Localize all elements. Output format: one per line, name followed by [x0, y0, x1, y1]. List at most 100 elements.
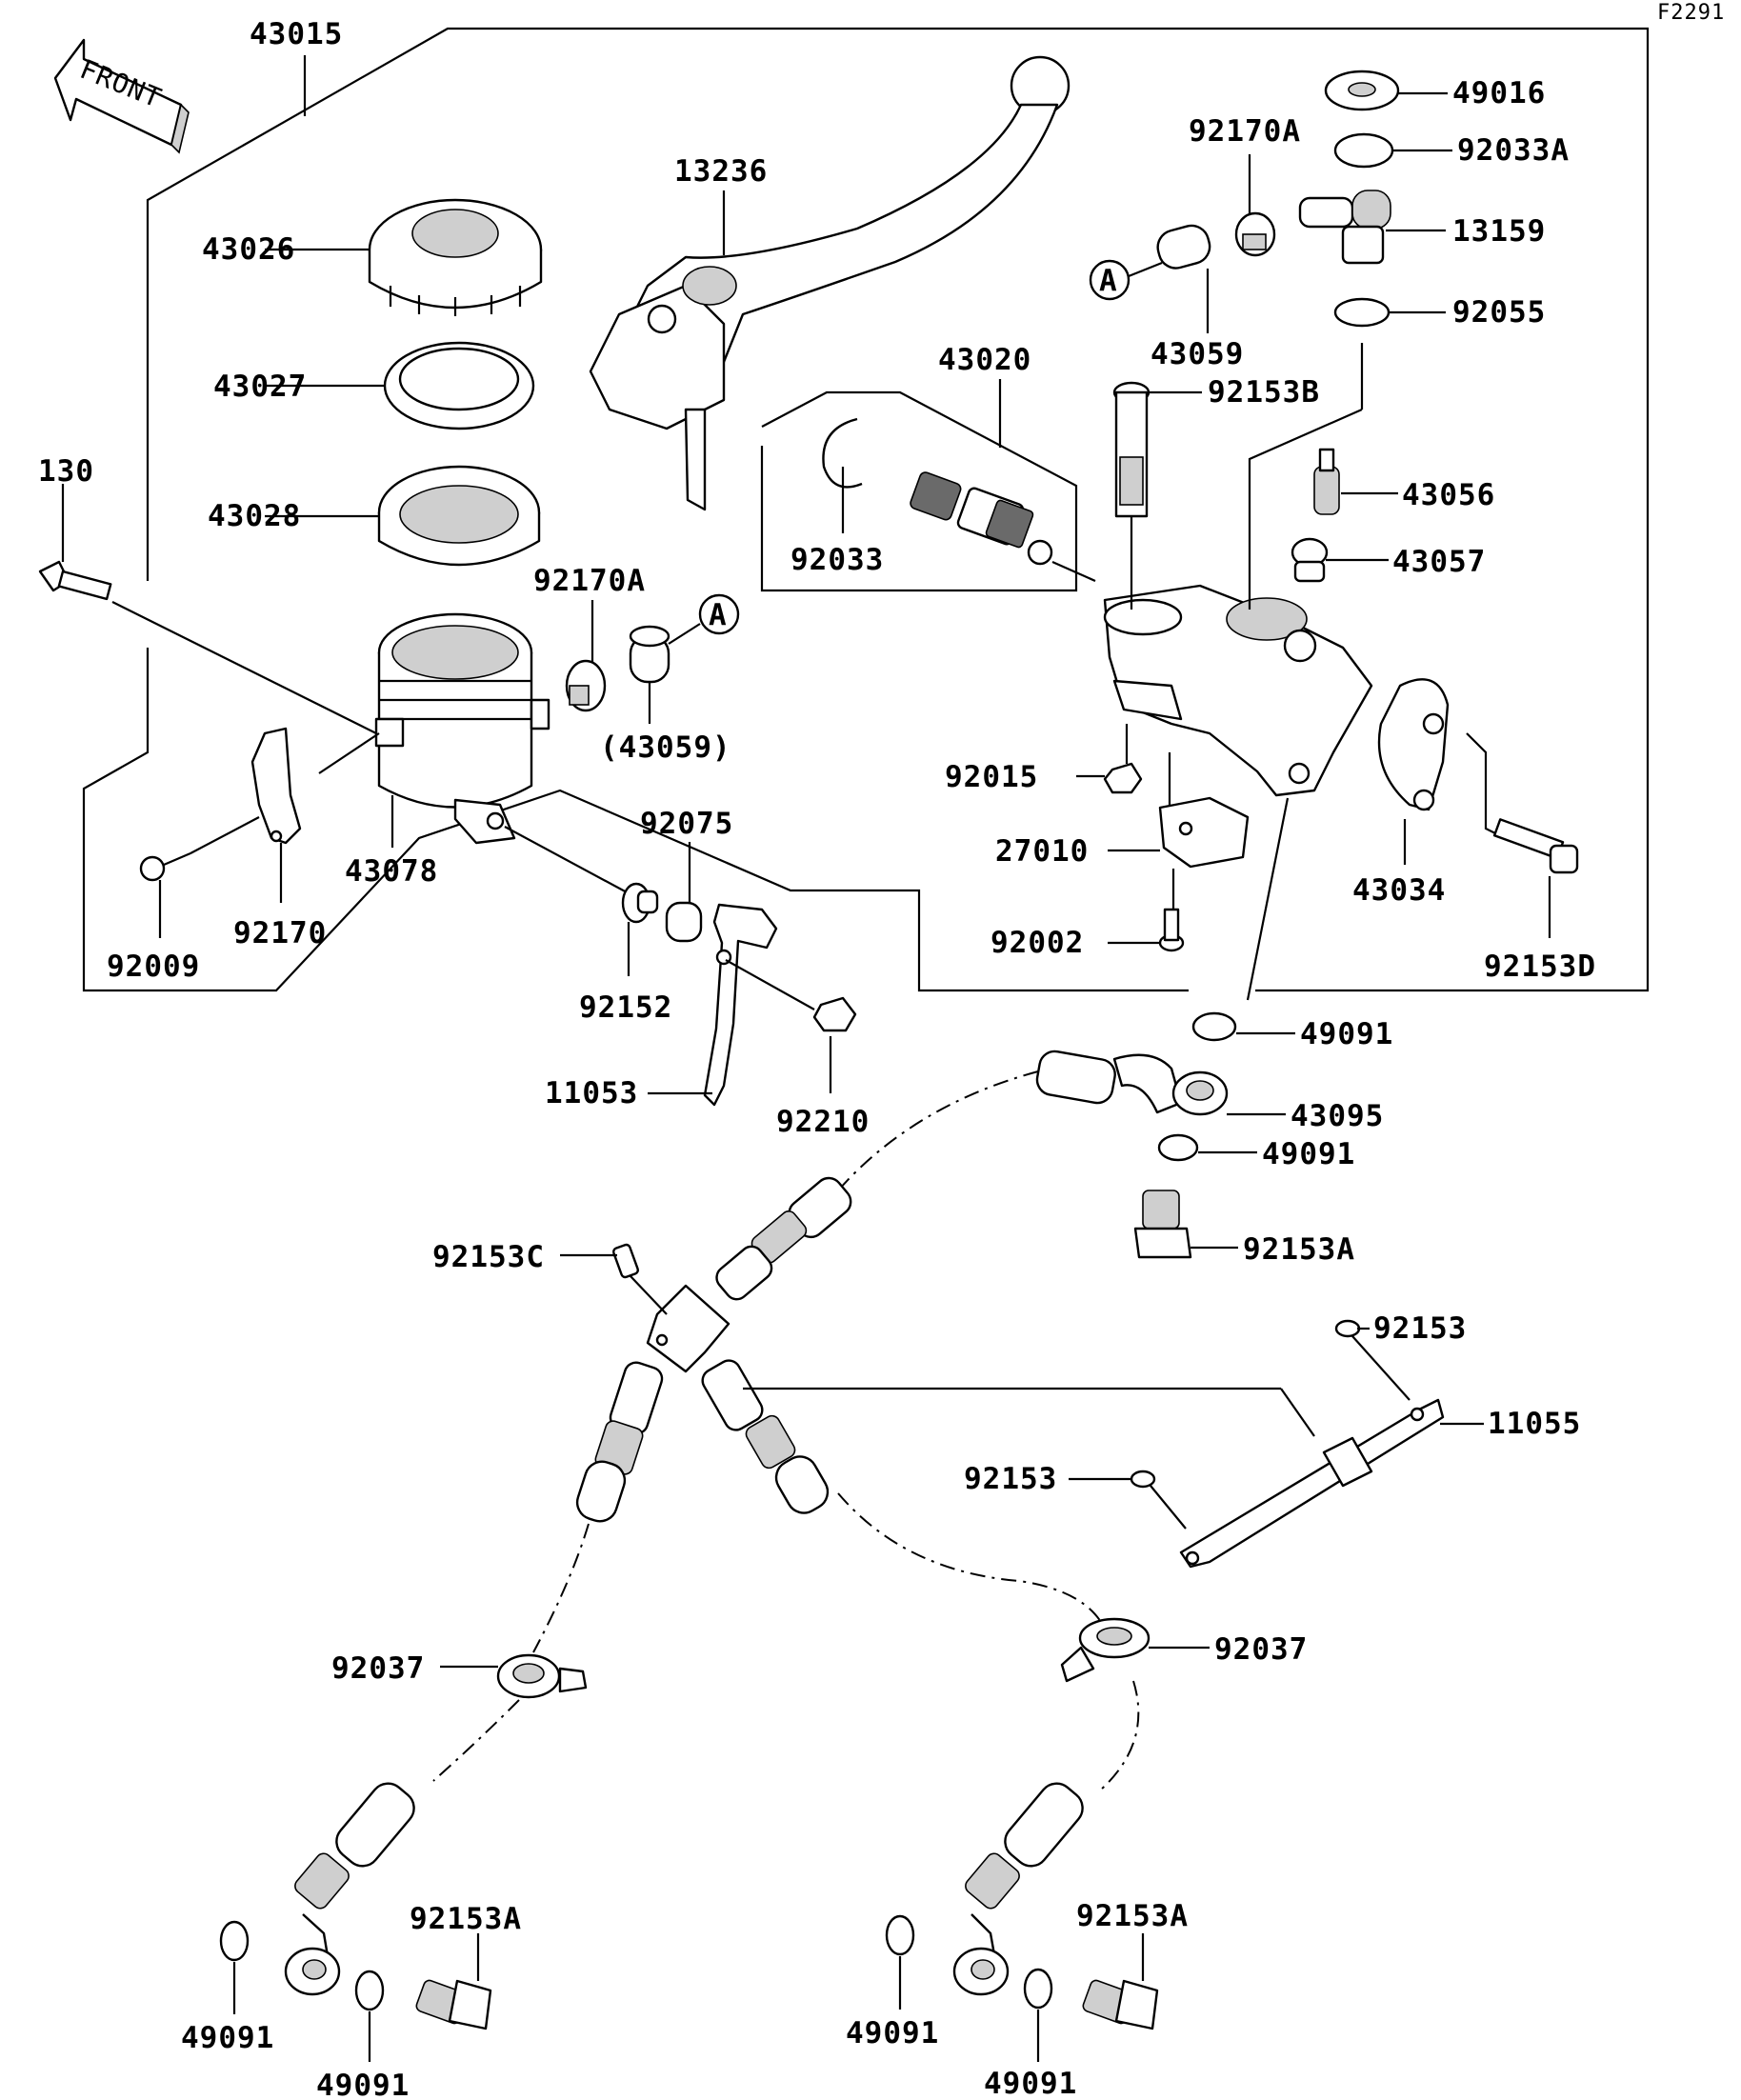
- o-ring-92055: [1333, 297, 1391, 328]
- label-49091-right-1: 49091: [846, 2016, 939, 2050]
- label-92170: 92170: [233, 916, 327, 950]
- label-49091-a: 49091: [1300, 1017, 1393, 1051]
- banjo-43095: [1035, 1050, 1229, 1116]
- label-92153-a: 92153: [1373, 1311, 1467, 1346]
- reservoir-cap: [368, 198, 543, 316]
- washer-49091-mid: [1157, 1133, 1199, 1162]
- label-92153d: 92153D: [1484, 950, 1596, 984]
- washer-49091-right-2: [1023, 1968, 1053, 2010]
- screw-92153-a: [1334, 1319, 1361, 1338]
- hose-43059-left: [629, 625, 670, 684]
- label-43059: 43059: [1151, 337, 1244, 371]
- label-92152: 92152: [579, 990, 672, 1025]
- banjo-bolt-92153a-top: [1133, 1190, 1192, 1259]
- bracket-11055: [1179, 1398, 1445, 1569]
- label-92210: 92210: [776, 1105, 870, 1139]
- banjo-92037-left: [496, 1653, 588, 1699]
- bleeder-cap-43057: [1291, 537, 1329, 583]
- fitting-13159: [1298, 190, 1391, 265]
- label-92170a-left: 92170A: [533, 564, 646, 598]
- hose-fitting-right-upper: [701, 1359, 830, 1514]
- label-43095: 43095: [1291, 1099, 1384, 1133]
- brake-lever-13236: [589, 55, 1071, 511]
- label-92153b: 92153B: [1208, 375, 1320, 410]
- hose-fitting-right-lower: [965, 1782, 1084, 1910]
- hose-43059-right: [1156, 224, 1211, 270]
- nut-92015: [1103, 762, 1143, 794]
- switch-27010: [1158, 796, 1250, 869]
- svg-text:A: A: [709, 598, 728, 632]
- hose-left: [532, 1523, 590, 1653]
- piston-kit-outline: [760, 390, 1078, 592]
- svg-text:A: A: [1099, 264, 1118, 298]
- label-49091-right-2: 49091: [984, 2067, 1077, 2100]
- stay-11053: [703, 903, 778, 1107]
- hose-upper: [837, 1070, 1039, 1191]
- label-43027: 43027: [213, 370, 307, 404]
- label-92037-left: 92037: [331, 1651, 425, 1686]
- label-130: 130: [38, 454, 94, 489]
- label-43059-paren: (43059): [600, 730, 731, 765]
- piston-assembly: [910, 471, 1096, 583]
- label-92153c: 92153C: [432, 1240, 545, 1274]
- hose-fitting-upper: [715, 1176, 852, 1301]
- pivot-bolt-92153b: [1112, 381, 1151, 518]
- banjo-left-lower: [284, 1913, 341, 1996]
- bleeder-43056: [1313, 448, 1340, 515]
- ref-a-right: A: [1089, 259, 1131, 301]
- label-92002: 92002: [991, 926, 1084, 960]
- label-43034: 43034: [1352, 873, 1446, 908]
- label-43078: 43078: [345, 854, 438, 889]
- hose-right: [837, 1492, 1106, 1630]
- clamp-92170a-right: [1234, 211, 1276, 257]
- label-11053: 11053: [545, 1076, 638, 1110]
- label-43057: 43057: [1392, 545, 1486, 579]
- label-43020: 43020: [938, 343, 1031, 377]
- holder-43034: [1377, 678, 1450, 811]
- ring-92033a: [1333, 132, 1394, 169]
- circlip-92033: [822, 417, 863, 489]
- washer-49016: [1324, 70, 1400, 111]
- banjo-bolt-92153a-right: [1082, 1979, 1159, 2030]
- grommet-92075: [665, 901, 703, 943]
- label-92033: 92033: [790, 543, 884, 577]
- bolt-92153d: [1492, 818, 1579, 874]
- grommet-92152: [621, 882, 659, 924]
- label-43026: 43026: [202, 232, 295, 267]
- label-92153a-right: 92153A: [1076, 1899, 1189, 1933]
- label-92055: 92055: [1452, 295, 1546, 330]
- label-43056: 43056: [1402, 478, 1495, 512]
- label-92170a-right: 92170A: [1189, 114, 1301, 149]
- label-49091-left-2: 49091: [316, 2069, 410, 2100]
- washer-49091-right-1: [885, 1914, 915, 1956]
- reservoir-tank: [374, 612, 550, 845]
- nut-92210: [812, 996, 857, 1032]
- t-junction: [646, 1284, 730, 1373]
- assembly-outline: [146, 27, 1650, 992]
- washer-49091-left-1: [219, 1920, 250, 1962]
- label-13159: 13159: [1452, 214, 1546, 249]
- label-92037-right: 92037: [1214, 1632, 1308, 1667]
- label-92033a: 92033A: [1457, 133, 1570, 168]
- label-92153a-a: 92153A: [1243, 1232, 1355, 1267]
- reservoir-plate: [383, 341, 535, 430]
- bracket-92170: [250, 727, 302, 845]
- leader-130: [111, 601, 377, 734]
- reservoir-diaphragm: [377, 465, 541, 567]
- figure-code: F2291: [1657, 1, 1725, 25]
- master-cylinder-body: [1103, 584, 1373, 797]
- screw-92002: [1158, 908, 1185, 952]
- banjo-right-lower: [952, 1913, 1010, 1996]
- screw-92009: [139, 851, 191, 882]
- label-49091-left-1: 49091: [181, 2021, 274, 2055]
- label-92009: 92009: [107, 950, 200, 984]
- hose-fitting-left-upper: [575, 1361, 664, 1523]
- label-27010: 27010: [995, 834, 1089, 869]
- label-49016: 49016: [1452, 76, 1546, 110]
- front-arrow-icon: FRONT: [53, 38, 190, 154]
- washer-49091-left-2: [354, 1970, 385, 2011]
- label-11055: 11055: [1488, 1407, 1581, 1441]
- hose-fitting-left-lower: [294, 1782, 415, 1910]
- label-92015: 92015: [945, 760, 1038, 794]
- assembly-outline-bottom: [82, 648, 1189, 992]
